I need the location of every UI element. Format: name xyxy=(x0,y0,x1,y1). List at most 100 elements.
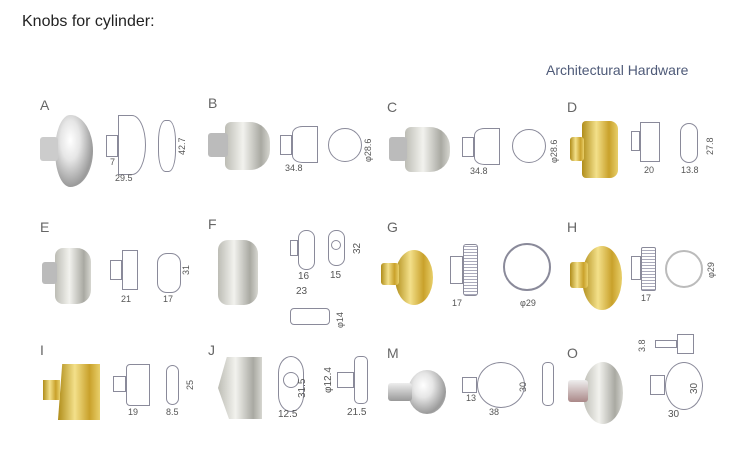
front-drawing xyxy=(157,253,181,293)
front-drawing xyxy=(680,123,698,163)
dimension: 21 xyxy=(121,294,132,304)
dimension: 34.8 xyxy=(470,166,488,176)
knob-photo xyxy=(408,370,446,414)
dimension: 21.5 xyxy=(347,407,367,418)
knob-photo xyxy=(582,121,618,178)
knob-photo-stem xyxy=(389,137,407,161)
knob-photo-stem xyxy=(388,383,412,401)
knob-photo xyxy=(395,250,433,305)
side-drawing xyxy=(474,128,500,165)
side-drawing xyxy=(640,122,660,162)
dimension: 15 xyxy=(330,270,342,281)
front-drawing xyxy=(328,128,362,162)
knob-photo xyxy=(58,364,100,420)
top-drawing-stem xyxy=(655,340,677,348)
dimension: 27.8 xyxy=(705,137,715,155)
knob-photo-stem xyxy=(208,133,228,157)
knob-photo xyxy=(218,240,258,305)
side-drawing-stem xyxy=(106,135,118,157)
knob-photo-stem xyxy=(43,380,60,400)
dimension: 30 xyxy=(689,382,700,394)
dimension: 17 xyxy=(452,298,463,308)
knob-photo xyxy=(583,362,623,424)
dimension: 17 xyxy=(641,293,652,303)
side-drawing xyxy=(354,356,368,404)
side-drawing xyxy=(118,115,146,175)
knob-photo xyxy=(55,115,93,187)
knob-photo-stem xyxy=(42,262,57,284)
product-label: B xyxy=(208,95,218,111)
product-label: H xyxy=(567,219,578,235)
product-label: E xyxy=(40,219,50,235)
dimension: 31 xyxy=(181,264,191,275)
front-drawing xyxy=(166,365,179,405)
top-drawing xyxy=(677,334,694,354)
side-drawing-stem xyxy=(113,376,126,392)
product-label: C xyxy=(387,99,398,115)
dimension: 13.8 xyxy=(681,165,699,175)
product-label: M xyxy=(387,345,399,361)
dimension: 13 xyxy=(466,393,477,403)
dimension: 20 xyxy=(644,165,655,175)
side-drawing-stem xyxy=(337,372,354,388)
product-label: D xyxy=(567,99,578,115)
side-drawing xyxy=(122,250,138,290)
front-drawing xyxy=(328,230,345,266)
dimension: 34.8 xyxy=(285,163,303,173)
front-drawing xyxy=(278,356,304,412)
knob-photo-stem xyxy=(568,380,588,402)
dimension: φ14 xyxy=(335,312,345,328)
front-drawing-hole xyxy=(331,240,341,250)
knob-photo-stem xyxy=(570,137,584,161)
dimension: 25 xyxy=(185,379,195,390)
brand-name: Architectural Hardware xyxy=(546,62,689,78)
dimension: 38 xyxy=(489,407,500,417)
knob-photo xyxy=(218,357,262,419)
product-label: A xyxy=(40,97,50,113)
dimension: 30 xyxy=(668,409,680,420)
dimension: φ12.4 xyxy=(323,367,334,393)
knob-photo-stem xyxy=(40,137,58,161)
dimension: 8.5 xyxy=(166,407,179,417)
product-label: I xyxy=(40,342,44,358)
page-title: Knobs for cylinder: xyxy=(22,13,155,30)
side-drawing xyxy=(665,362,703,410)
bottom-drawing xyxy=(290,308,330,325)
dimension: 17 xyxy=(163,294,174,304)
dimension: φ28.6 xyxy=(363,138,373,162)
side-drawing-stem xyxy=(450,256,463,284)
side-drawing xyxy=(298,230,315,270)
knob-photo xyxy=(55,248,91,304)
dimension: 16 xyxy=(298,271,310,282)
side-drawing-stem xyxy=(462,377,477,393)
side-drawing-stem xyxy=(631,131,640,151)
knob-photo xyxy=(582,246,622,310)
front-drawing xyxy=(512,129,546,163)
dimension: 12.5 xyxy=(278,409,298,420)
side-drawing xyxy=(477,362,525,408)
dimension: 23 xyxy=(296,286,308,297)
dimension: φ28.6 xyxy=(549,139,559,163)
front-drawing xyxy=(158,120,176,172)
side-drawing-stem xyxy=(280,135,292,155)
product-label: G xyxy=(387,219,398,235)
dimension: 3.8 xyxy=(637,339,647,352)
edge-drawing xyxy=(542,362,554,406)
dimension: φ29 xyxy=(520,298,536,308)
knob-photo-stem xyxy=(381,263,399,285)
side-drawing xyxy=(126,364,150,406)
side-drawing-stem xyxy=(110,260,122,280)
knob-photo xyxy=(405,127,450,172)
dimension: 19 xyxy=(128,407,139,417)
dimension: 31.5 xyxy=(297,378,308,398)
front-drawing xyxy=(503,243,551,291)
side-drawing-stem xyxy=(290,240,298,256)
side-drawing-stem xyxy=(462,137,474,157)
front-drawing xyxy=(665,250,703,288)
dimension: 32 xyxy=(352,242,363,254)
side-drawing xyxy=(463,244,478,296)
dimension: 30 xyxy=(518,381,528,392)
dimension: 7 xyxy=(110,157,116,167)
knob-photo xyxy=(225,122,270,170)
side-drawing xyxy=(292,126,318,163)
